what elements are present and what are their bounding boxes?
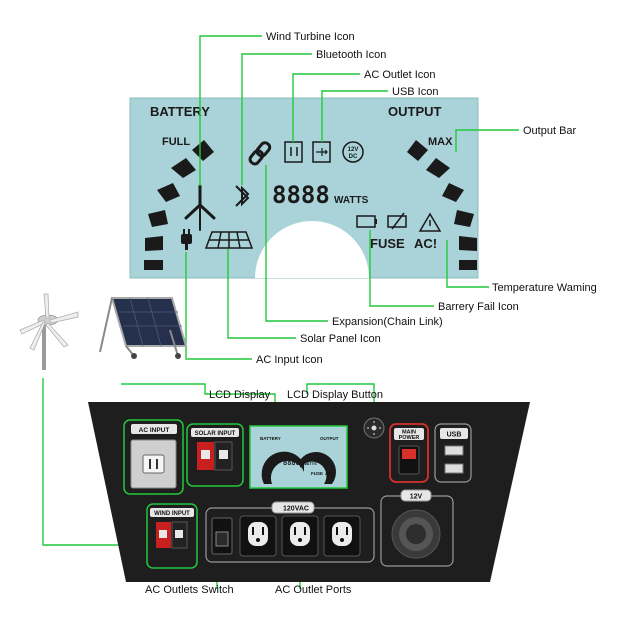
bluetooth-icon (235, 185, 250, 207)
solar-panel-icon (204, 231, 254, 249)
callout-bluetooth-icon: Bluetooth Icon (316, 49, 386, 61)
fuse-icon (387, 212, 407, 230)
fuse-label: FUSE (370, 236, 405, 251)
callout-temperature-warning: Temperature Waming (492, 282, 597, 294)
dc-12v-text: 12V (348, 147, 359, 153)
mini-lcd-display: BATTERY OUTPUT 8888 WATTS FUSE AC! (249, 425, 348, 489)
callout-solar-panel-icon: Solar Panel Icon (300, 333, 381, 345)
ac-input-tag: AC INPUT (139, 427, 170, 434)
lcd-max-label: MAX (428, 136, 453, 148)
sun-icon (371, 425, 377, 431)
ac-warning-label: AC! (414, 236, 437, 251)
callout-ac-input-icon: AC Input Icon (256, 354, 323, 366)
temperature-warning-icon (418, 212, 442, 232)
battery-fail-icon (356, 215, 377, 228)
ac-outlet-port-3[interactable] (323, 515, 361, 557)
wind-turbine-picture (19, 293, 79, 370)
vac-120-tag: 120VAC (283, 506, 309, 513)
chain-link-icon (248, 141, 272, 166)
solar-input-module: SOLAR INPUT (186, 423, 244, 487)
ac-outlet-port-1[interactable] (239, 515, 277, 557)
mini-lcd-ac: AC! (325, 471, 333, 476)
main-power-tag-2: POWER (399, 435, 420, 441)
callout-output-bar: Output Bar (523, 125, 577, 137)
lcd-screen: BATTERY OUTPUT FULL MAX (129, 97, 479, 279)
watts-digits: 8888 (272, 181, 330, 209)
lcd-output-label: OUTPUT (388, 104, 442, 119)
dc-text: DC (349, 154, 358, 160)
solar-input-tag: SOLAR INPUT (195, 431, 236, 437)
usb-ports[interactable]: USB (434, 423, 472, 483)
wind-input-module: WIND INPUT (146, 503, 198, 569)
battery-level-bar (144, 140, 214, 270)
watts-label: WATTS (334, 195, 369, 206)
lcd-battery-label: BATTERY (150, 104, 210, 119)
callout-usb-icon: USB Icon (392, 86, 438, 98)
mini-lcd-digits: 8888 (283, 459, 300, 467)
callout-ac-outlets-switch: AC Outlets Switch (145, 584, 234, 596)
ac-outlets-group: 120VAC (205, 501, 375, 563)
main-power-switch[interactable]: MAIN POWER (389, 423, 429, 483)
callout-lines (42, 35, 519, 589)
callout-lcd-display-button: LCD Display Button (287, 389, 383, 401)
ac-input-module: AC INPUT (123, 419, 184, 495)
callout-expansion-chain-link: Expansion(Chain Link) (332, 316, 443, 328)
ac-outlets-switch[interactable] (211, 517, 233, 555)
ac-outlet-port-2[interactable] (281, 515, 319, 557)
callout-lcd-display: LCD Display (209, 389, 271, 401)
dc-12v-socket[interactable]: 12V (380, 489, 454, 567)
solar-panel-picture (99, 297, 188, 359)
mini-lcd-battery: BATTERY (260, 436, 281, 441)
ac-input-plug-icon (181, 229, 192, 250)
callout-labels: Wind Turbine Icon Bluetooth Icon AC Outl… (145, 31, 597, 596)
mini-lcd-watts: WATTS (303, 461, 317, 466)
lcd-full-label: FULL (162, 136, 190, 148)
control-panel: AC INPUT SOLAR INPUT BATTERY OUTPUT 8888… (88, 402, 530, 582)
lcd-center-arch (255, 221, 369, 278)
mini-lcd-output: OUTPUT (320, 436, 339, 441)
wind-turbine-icon (184, 184, 216, 231)
mini-lcd-fuse: FUSE (311, 471, 323, 476)
main-power-tag-1: MAIN (402, 430, 416, 436)
callout-ac-outlet-ports: AC Outlet Ports (275, 584, 352, 596)
callout-battery-fail-icon: Barrery Fail Icon (438, 301, 519, 313)
dc-12v-icon: 12V DC (342, 141, 364, 163)
callout-wind-turbine-icon: Wind Turbine Icon (266, 31, 355, 43)
usb-tag: USB (447, 432, 462, 439)
output-level-bar (407, 140, 477, 270)
callout-ac-outlet-icon: AC Outlet Icon (364, 69, 436, 81)
v12-tag: 12V (410, 494, 423, 501)
lcd-display-button[interactable] (363, 417, 385, 439)
wind-input-tag: WIND INPUT (154, 511, 190, 517)
